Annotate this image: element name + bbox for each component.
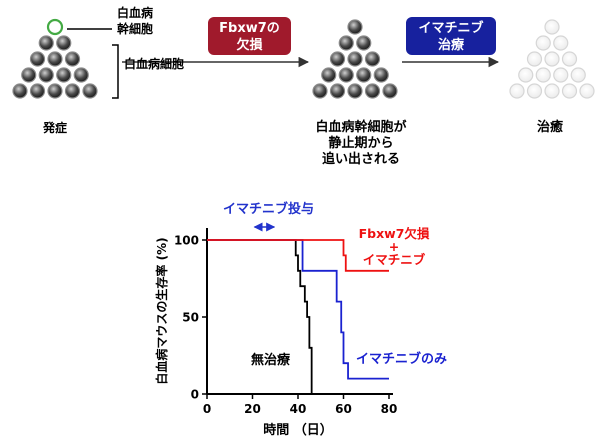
leukemia-cell bbox=[64, 51, 81, 67]
ghost-cell bbox=[544, 51, 560, 67]
leukemia-cell bbox=[29, 83, 46, 99]
onset-label: 発症 bbox=[42, 121, 67, 135]
leukemia-cell bbox=[12, 83, 28, 99]
imatinib-dosing-label: イマチニブ投与 bbox=[223, 201, 314, 217]
leukemia-cell bbox=[64, 83, 81, 99]
y-tick-label: 50 bbox=[182, 311, 199, 325]
ghost-cell bbox=[509, 83, 525, 99]
ghost-cell bbox=[526, 83, 543, 99]
leukemia-cell bbox=[347, 83, 363, 99]
leukemia-cell bbox=[347, 19, 363, 35]
ghost-cell bbox=[553, 35, 569, 51]
leukemia-stem-cell-label: 白血病 幹細胞 bbox=[117, 6, 154, 36]
leukemia-cell bbox=[38, 35, 54, 51]
ghost-cell bbox=[579, 83, 595, 99]
survival-line-untreated bbox=[207, 239, 313, 394]
leukemia-cell bbox=[338, 67, 354, 83]
leukemia-cell bbox=[321, 67, 337, 83]
leukemia-cell bbox=[21, 67, 37, 83]
fbxw7-deletion-box: Fbxw7の 欠損 bbox=[208, 17, 291, 55]
leukemia-cell bbox=[38, 67, 54, 83]
series-label-imatinib-only: イマチニブのみ bbox=[356, 351, 447, 367]
y-tick-label: 0 bbox=[191, 388, 199, 402]
x-tick-label: 80 bbox=[381, 402, 398, 416]
leukemia-cell bbox=[73, 67, 89, 83]
leukemia-cell bbox=[338, 35, 354, 51]
survival-chart: 0 50 100 0 20 40 60 80 イマチニブ投与 時間 （日） 白血病マウスの生… bbox=[154, 201, 447, 438]
leukemia-cell bbox=[356, 35, 372, 51]
leukemia-cell bbox=[347, 51, 363, 67]
series-label-fbxw7-plus-imatinib: Fbxw7欠損 + イマチニブ bbox=[358, 226, 430, 267]
x-tick-label: 40 bbox=[290, 402, 307, 416]
x-tick-label: 0 bbox=[203, 402, 211, 416]
ghost-cell bbox=[561, 51, 578, 67]
leukemia-cell bbox=[56, 35, 72, 51]
stem-cell bbox=[46, 18, 64, 36]
ghost-cell bbox=[570, 67, 586, 83]
leukemia-cell-bracket bbox=[112, 44, 119, 99]
survival-line-fbxw7-imatinib bbox=[207, 239, 389, 272]
leukemia-cell bbox=[47, 83, 63, 99]
ghost-cell bbox=[544, 19, 560, 35]
leukemia-cell bbox=[312, 83, 328, 99]
leukemia-cell bbox=[356, 67, 372, 83]
leukemia-cell bbox=[364, 83, 381, 99]
stem-cells-exit-quiescence-caption: 白血病幹細胞が 静止期から 追い出される bbox=[315, 120, 407, 167]
leukemia-cell-pyramid-after-fbxw7-loss bbox=[312, 19, 398, 99]
x-tick-label: 60 bbox=[335, 402, 352, 416]
x-axis-title: 時間 （日） bbox=[263, 422, 333, 438]
ghost-cell bbox=[561, 83, 578, 99]
leukemia-cell bbox=[82, 83, 98, 99]
leukemia-cell bbox=[382, 83, 398, 99]
imatinib-treatment-box: イマチニブ 治療 bbox=[406, 17, 496, 55]
leukemia-cell bbox=[373, 67, 389, 83]
x-tick-label: 20 bbox=[244, 402, 261, 416]
cure-label: 治癒 bbox=[536, 120, 563, 135]
leukemia-cell bbox=[329, 51, 346, 67]
leukemia-cell bbox=[56, 67, 72, 83]
leukemia-cell-pyramid bbox=[12, 18, 98, 99]
ghost-cell bbox=[535, 35, 551, 51]
leukemia-cell-label: 白血病細胞 bbox=[124, 57, 185, 71]
leukemia-cell bbox=[47, 51, 63, 67]
y-axis-title: 白血病マウスの生存率 (%) bbox=[154, 237, 169, 384]
ghost-cell bbox=[553, 67, 569, 83]
ghost-cell-pyramid-cured bbox=[509, 19, 595, 99]
ghost-cell bbox=[544, 83, 560, 99]
ghost-cell bbox=[526, 51, 543, 67]
survival-line-imatinib-only bbox=[207, 239, 389, 380]
ghost-cell bbox=[518, 67, 534, 83]
ghost-cell bbox=[535, 67, 551, 83]
leukemia-cell bbox=[329, 83, 346, 99]
leukemia-cell bbox=[29, 51, 46, 67]
leukemia-cell bbox=[364, 51, 381, 67]
series-label-untreated: 無治療 bbox=[251, 352, 291, 368]
y-tick-label: 100 bbox=[174, 234, 199, 248]
